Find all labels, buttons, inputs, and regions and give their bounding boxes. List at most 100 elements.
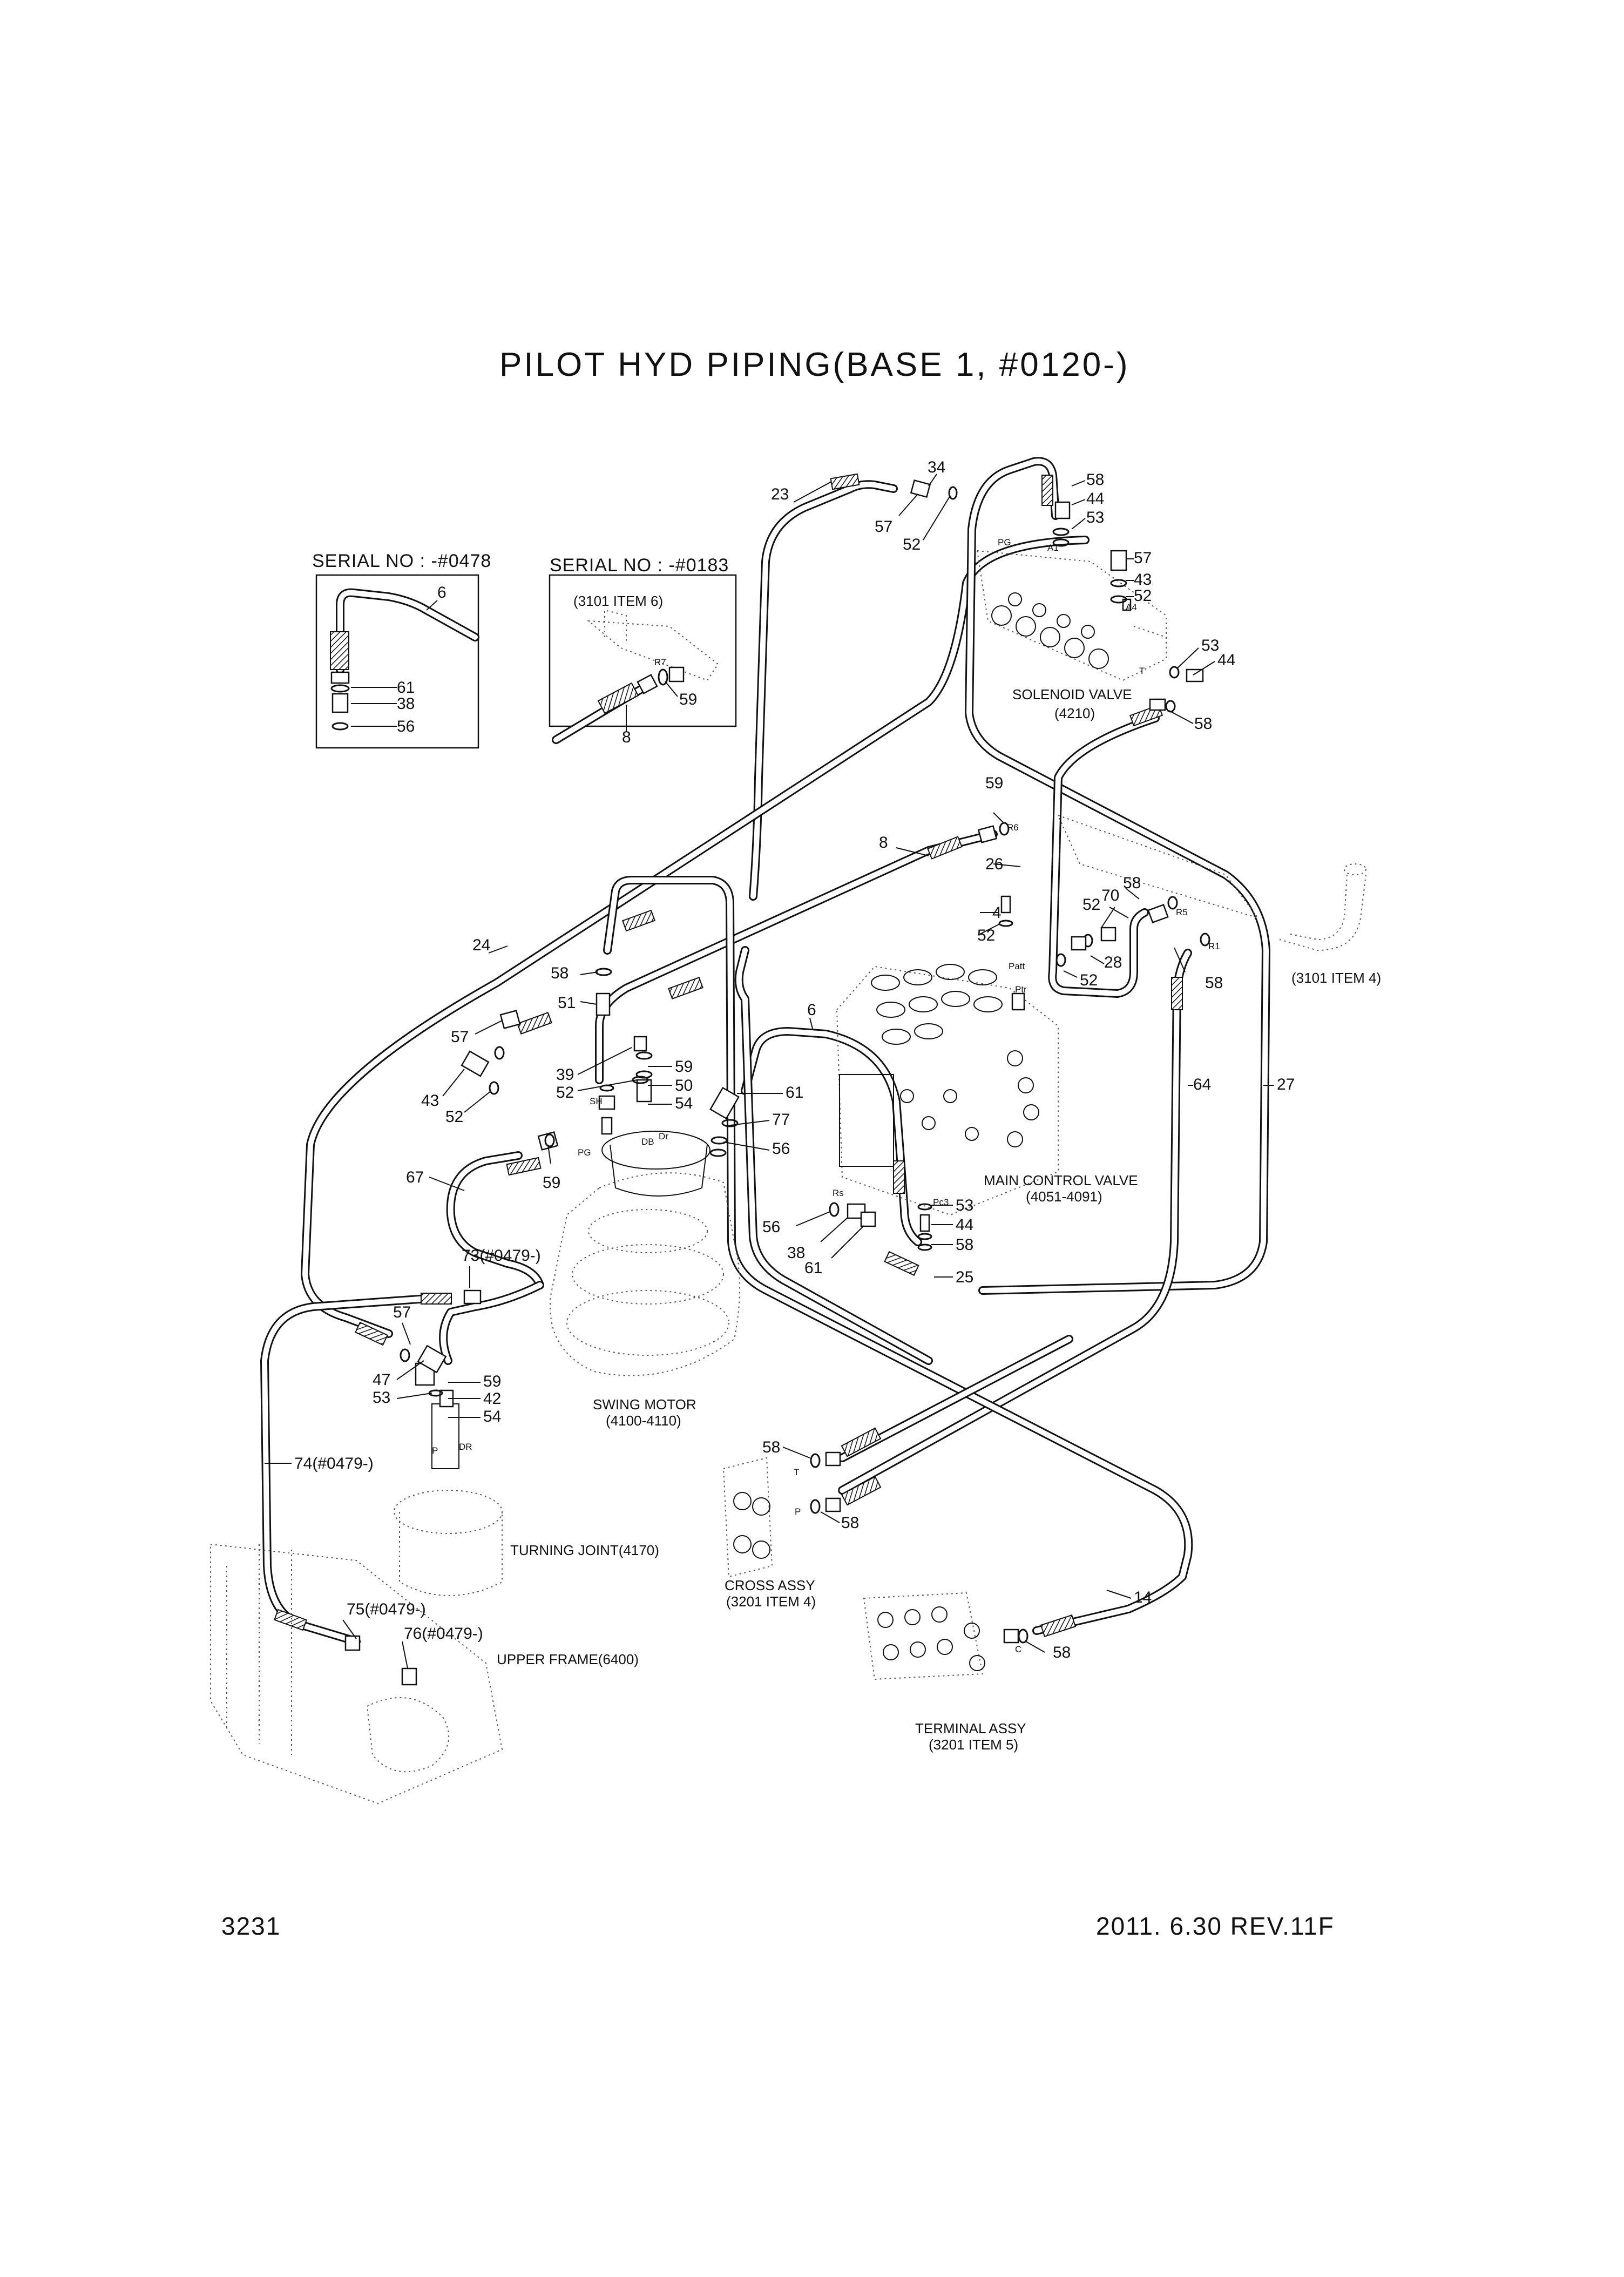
port-label: R6 <box>1007 822 1019 833</box>
callout: 59 <box>985 774 1003 792</box>
callout: 58 <box>551 964 569 982</box>
port-label: Patt <box>1009 961 1025 971</box>
callout: 39 <box>556 1066 574 1084</box>
callout: 24 <box>472 936 490 954</box>
solenoid-valve <box>976 550 1204 713</box>
callout: 58 <box>1123 874 1141 892</box>
port-label: R5 <box>1176 907 1188 917</box>
port-label: C <box>1015 1644 1021 1654</box>
upper-frame-label: UPPER FRAME(6400) <box>497 1651 639 1667</box>
upper-frame <box>210 1543 503 1805</box>
callout: 77 <box>772 1111 790 1129</box>
inset-1-title: SERIAL NO : -#0478 <box>312 551 492 571</box>
callout: 56 <box>772 1140 790 1158</box>
callout: 53 <box>373 1389 390 1407</box>
page-title: PILOT HYD PIPING(BASE 1, #0120-) <box>499 346 1130 383</box>
solenoid-valve-code: (4210) <box>1054 705 1095 721</box>
callout: 59 <box>483 1373 501 1390</box>
ref-item4-pipe <box>1057 814 1366 951</box>
callout: 52 <box>1134 587 1152 605</box>
callout: 8 <box>622 728 631 746</box>
callout: 54 <box>675 1094 693 1112</box>
callout: 25 <box>956 1268 973 1286</box>
callout: 58 <box>956 1236 973 1254</box>
callout: 53 <box>1086 509 1104 526</box>
port-label: SH <box>590 1096 603 1106</box>
callout: 27 <box>1277 1076 1295 1093</box>
callout: 58 <box>1194 715 1212 733</box>
callout: 61 <box>804 1259 822 1277</box>
callout: 53 <box>956 1197 973 1214</box>
port-label: R7 <box>654 657 666 667</box>
callout: 53 <box>1201 637 1219 654</box>
callout: 47 <box>373 1371 390 1389</box>
fittings <box>400 479 1210 1397</box>
main-control-valve <box>829 895 1059 1251</box>
page-number: 3231 <box>221 1912 281 1940</box>
callout: 73(#0479-) <box>462 1247 541 1265</box>
callout: 8 <box>879 834 888 852</box>
swing-motor <box>550 1051 740 1376</box>
callout: 44 <box>956 1216 973 1234</box>
hoses <box>260 457 1270 1646</box>
callout: 14 <box>1134 1589 1152 1606</box>
cross-assy-label: CROSS ASSY <box>725 1577 815 1593</box>
port-label: A1 <box>1047 543 1059 553</box>
callout: 58 <box>841 1514 859 1532</box>
callout: 76(#0479-) <box>404 1625 483 1643</box>
port-label: DB <box>641 1137 654 1147</box>
callout: 34 <box>928 458 945 476</box>
callout: 26 <box>985 855 1003 873</box>
callout: 58 <box>1205 974 1223 992</box>
callout: 6 <box>437 584 446 602</box>
callout: 51 <box>558 994 576 1012</box>
port-label: R1 <box>1208 941 1220 951</box>
callout: 52 <box>556 1084 574 1102</box>
port-label: Rs <box>833 1188 844 1198</box>
callout: 59 <box>543 1174 560 1192</box>
cross-assy <box>722 1451 841 1578</box>
port-label: T <box>794 1467 799 1477</box>
callout: 6 <box>807 1001 816 1019</box>
port-label: PG <box>578 1147 591 1158</box>
callout: 58 <box>1053 1644 1071 1661</box>
terminal-assy-label: TERMINAL ASSY <box>915 1720 1026 1737</box>
port-label: Pc3 <box>933 1197 949 1207</box>
inset-note: (3101 ITEM 6) <box>573 593 663 609</box>
callout: 75(#0479-) <box>347 1600 426 1618</box>
port-labels: PG A1 A4 T R6 R5 R1 Patt Ptr Pc3 Rs SH P… <box>432 537 1220 1654</box>
callout: 52 <box>445 1108 463 1126</box>
mcv-code: (4051-4091) <box>1026 1188 1102 1205</box>
port-label: Dr <box>659 1131 668 1141</box>
callout: 54 <box>483 1408 501 1425</box>
port-label: P <box>795 1506 801 1517</box>
turning-joint-label: TURNING JOINT(4170) <box>510 1542 659 1558</box>
callouts: 6 61 38 56 (3101 ITEM 6) R7 59 8 23 34 5… <box>294 458 1295 1661</box>
callout: 61 <box>786 1084 803 1102</box>
swing-motor-code: (4100-4110) <box>606 1413 681 1429</box>
callout: 52 <box>903 536 921 553</box>
turning-joint <box>394 1362 503 1596</box>
port-label: P <box>432 1445 438 1456</box>
callout: 50 <box>675 1077 693 1094</box>
inset-serial-0183 <box>549 574 737 744</box>
callout: 43 <box>1134 571 1152 589</box>
terminal-assy-code: (3201 ITEM 5) <box>929 1737 1018 1753</box>
revision-date: 2011. 6.30 REV.11F <box>1096 1912 1335 1940</box>
terminal-assy <box>863 1592 1028 1680</box>
cross-assy-code: (3201 ITEM 4) <box>726 1593 816 1610</box>
callout: 57 <box>451 1028 469 1046</box>
port-label: A4 <box>1126 602 1137 612</box>
callout: 38 <box>397 695 415 713</box>
callout: 52 <box>977 927 995 944</box>
port-label: PG <box>998 537 1011 548</box>
callout: 28 <box>1104 954 1122 971</box>
ref-item4-label: (3101 ITEM 4) <box>1291 970 1381 986</box>
solenoid-valve-label: SOLENOID VALVE <box>1012 686 1132 702</box>
callout: 44 <box>1086 490 1104 508</box>
swing-motor-label: SWING MOTOR <box>593 1396 696 1413</box>
port-label: DR <box>459 1442 472 1452</box>
port-label: T <box>1139 666 1145 676</box>
